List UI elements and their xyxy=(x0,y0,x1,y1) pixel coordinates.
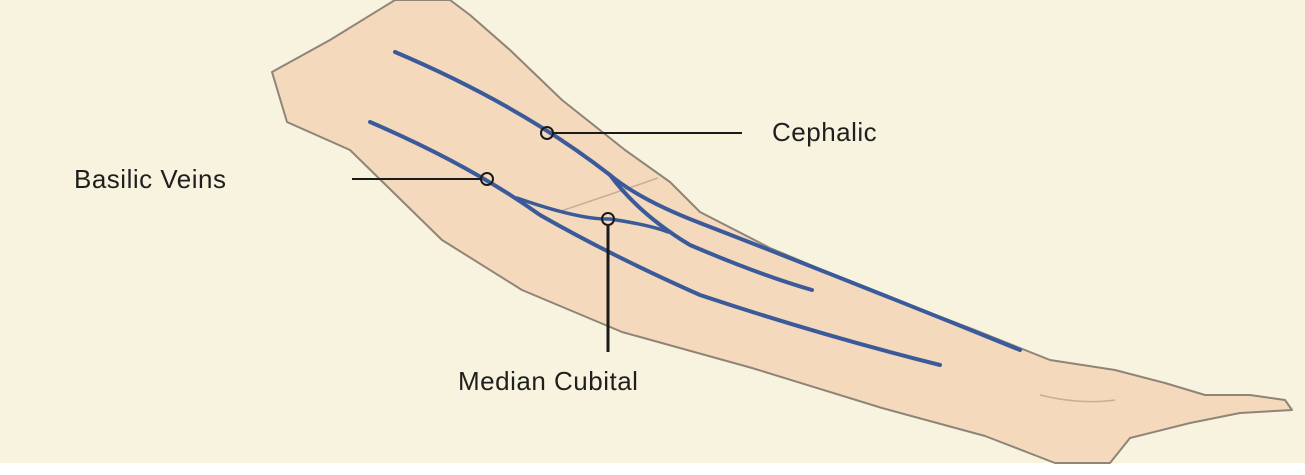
cephalic-label: Cephalic xyxy=(772,117,877,148)
basilic-veins-label: Basilic Veins xyxy=(74,164,226,195)
median-cubital-label: Median Cubital xyxy=(458,366,638,397)
